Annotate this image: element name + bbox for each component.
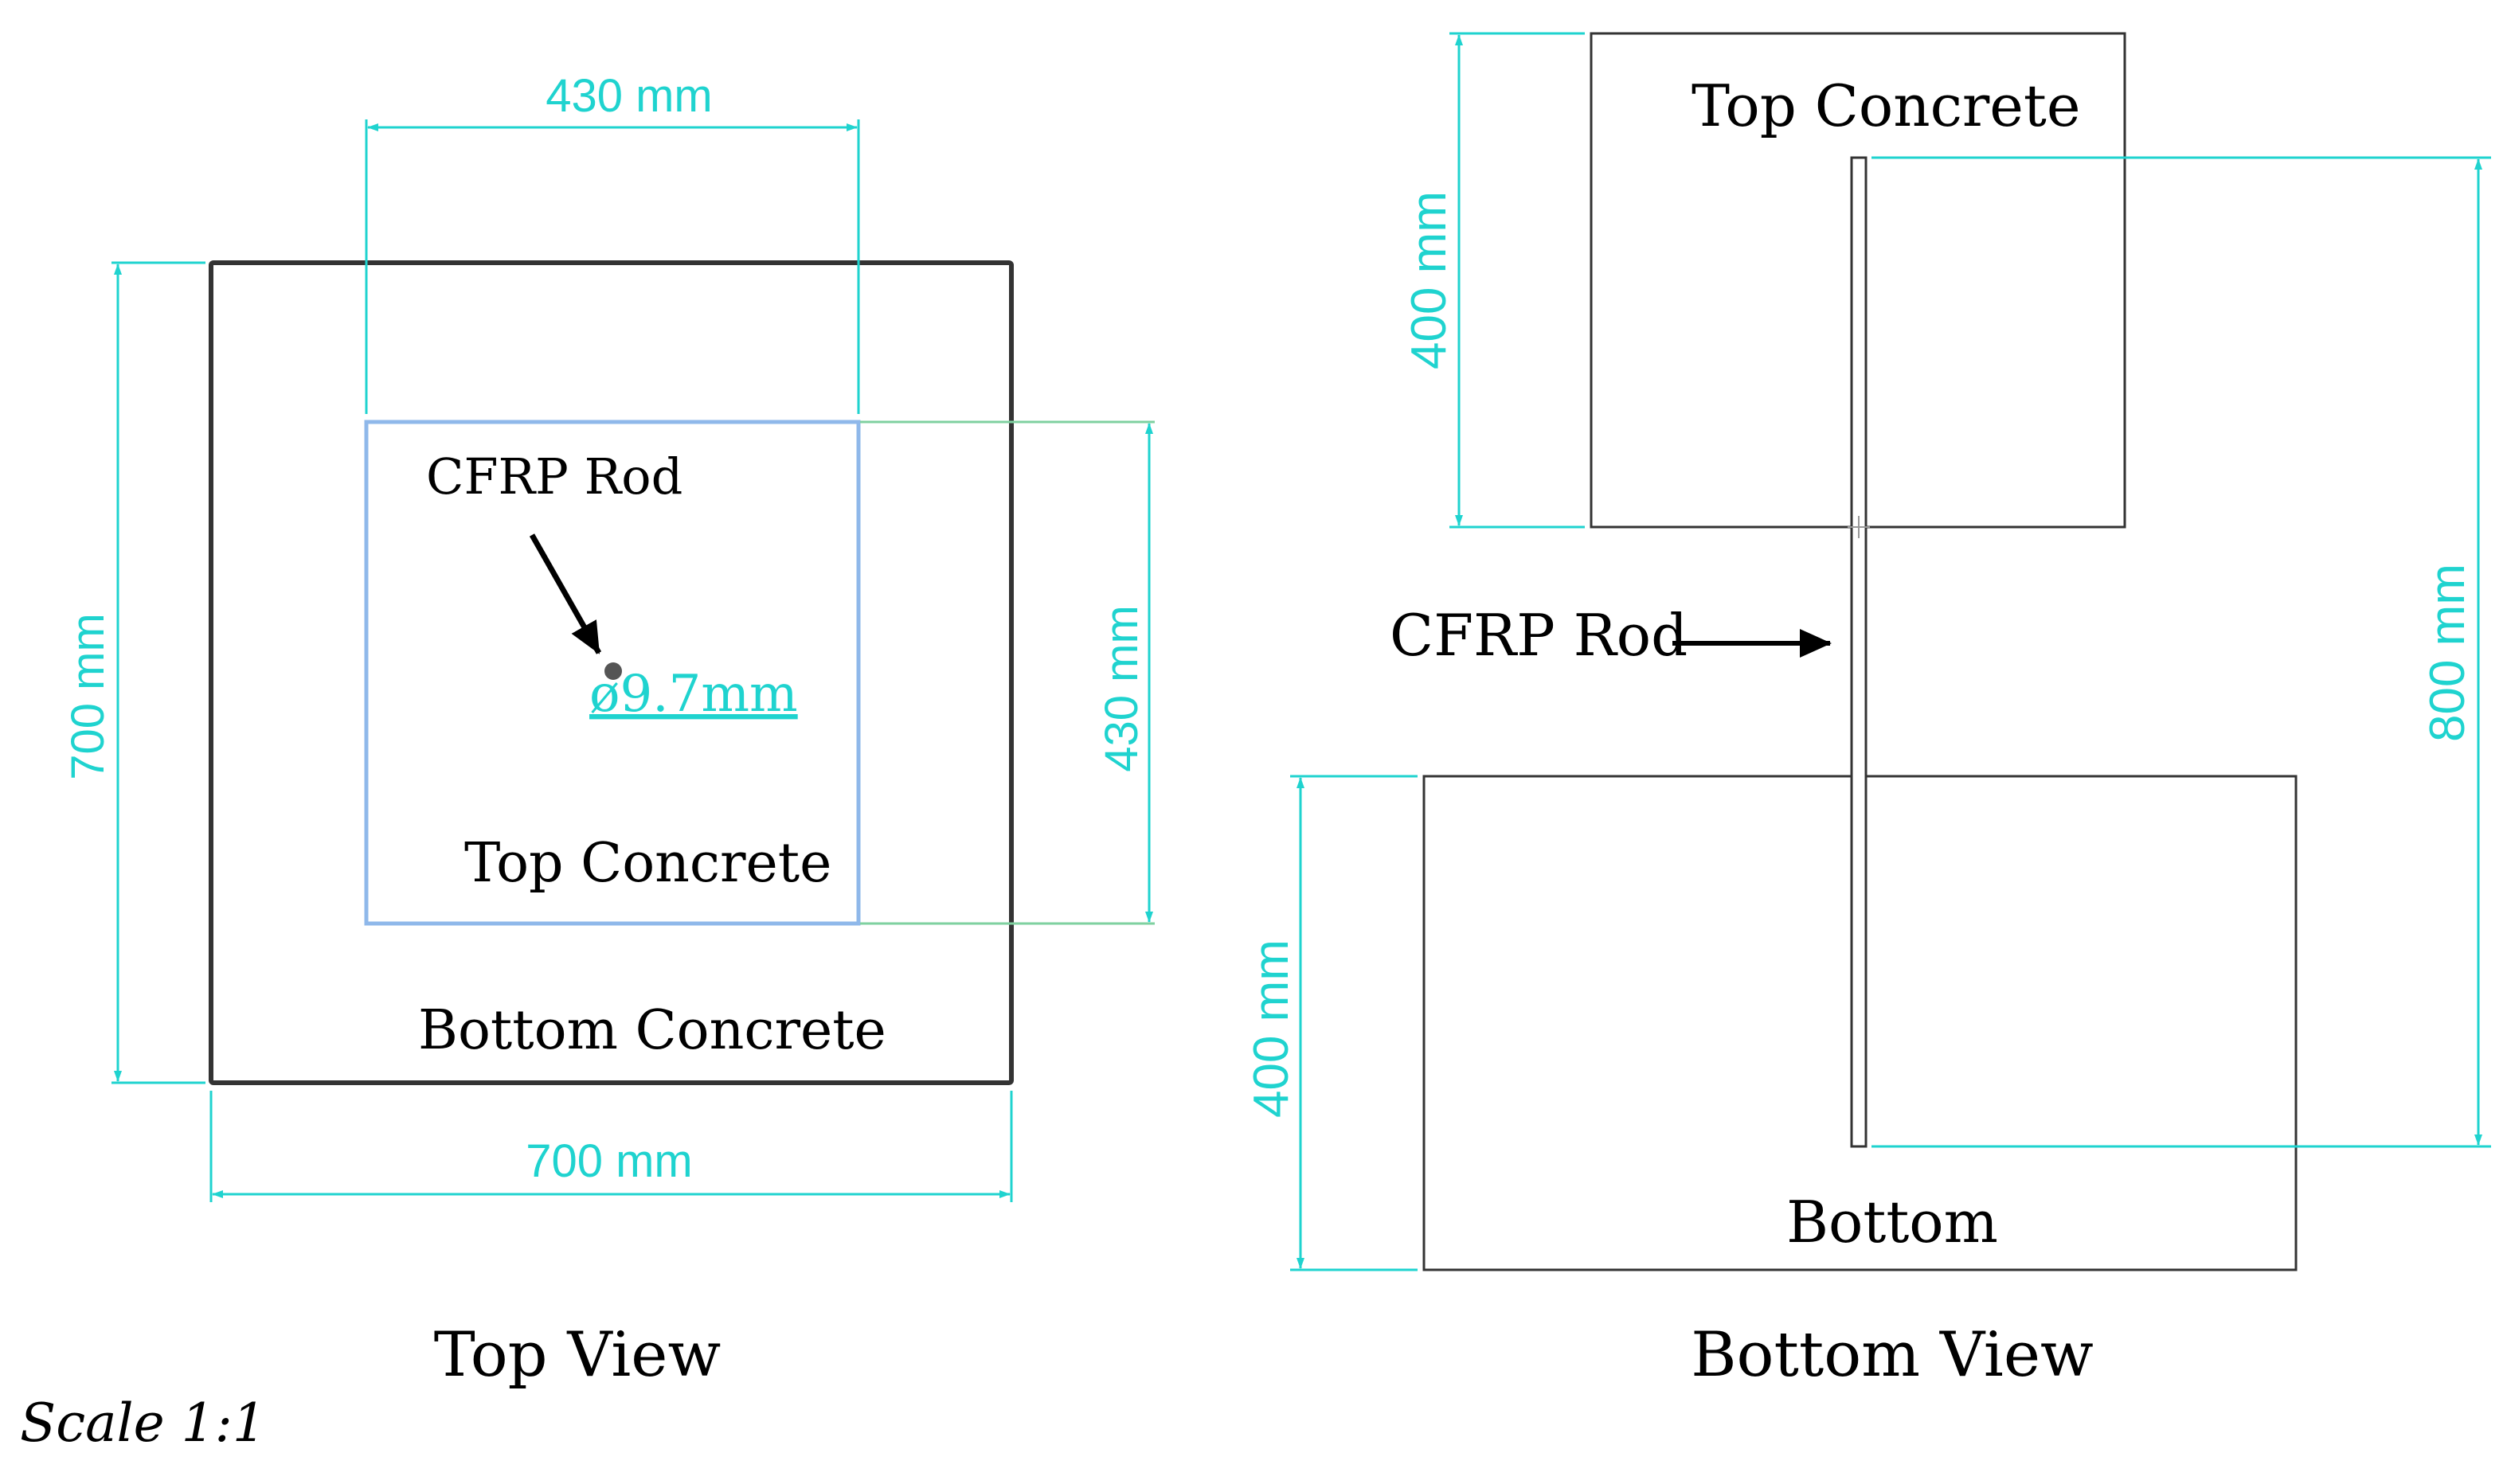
bottom-view-bottom-block-label: Bottom: [1786, 1189, 1998, 1256]
bottom-view: Top Concrete 400 mm 800 mm 400 mm CFRP R…: [1244, 32, 2491, 1391]
bottom-view-top-block-label: Top Concrete: [1692, 72, 2080, 139]
bottom-view-rod-label: CFRP Rod: [1390, 602, 1688, 669]
bottom-block-height-dimension: 400 mm: [1244, 775, 1418, 1271]
bottom-width-dimension: 700 mm: [209, 1091, 1013, 1202]
top-view-caption: Top View: [434, 1319, 721, 1391]
rod-length-dimension: 800 mm: [1871, 156, 2491, 1148]
bottom-block-height-label: 400 mm: [1244, 939, 1299, 1118]
top-block-height-dimension: 400 mm: [1402, 32, 1585, 529]
left-height-label: 700 mm: [62, 613, 114, 780]
scale-note: Scale 1:1: [20, 1392, 266, 1454]
rod-cross-section: [604, 662, 622, 680]
top-width-dimension: 430 mm: [365, 70, 860, 414]
top-block-height-label: 400 mm: [1402, 191, 1457, 369]
top-view: 430 mm 700 mm 430 mm 700 mm CFRP Rod ø9.…: [62, 70, 1155, 1391]
rod-diameter-label: ø9.7mm: [589, 665, 798, 724]
top-view-rod-arrow: [529, 533, 602, 654]
left-height-dimension: 700 mm: [62, 261, 205, 1084]
top-view-rod-label: CFRP Rod: [426, 447, 682, 506]
top-concrete-outline: [364, 420, 861, 926]
bottom-width-label: 700 mm: [526, 1135, 693, 1187]
bottom-concrete-outline: [209, 260, 1014, 1085]
right-height-dimension: 430 mm: [860, 420, 1155, 925]
top-width-label: 430 mm: [546, 70, 713, 122]
bottom-view-caption: Bottom View: [1691, 1319, 2094, 1391]
bottom-concrete-label: Bottom Concrete: [418, 999, 886, 1062]
right-height-label: 430 mm: [1096, 605, 1148, 772]
top-concrete-label: Top Concrete: [464, 832, 831, 895]
rod-length-label: 800 mm: [2420, 564, 2475, 742]
cfrp-rod: [1850, 156, 1868, 1148]
